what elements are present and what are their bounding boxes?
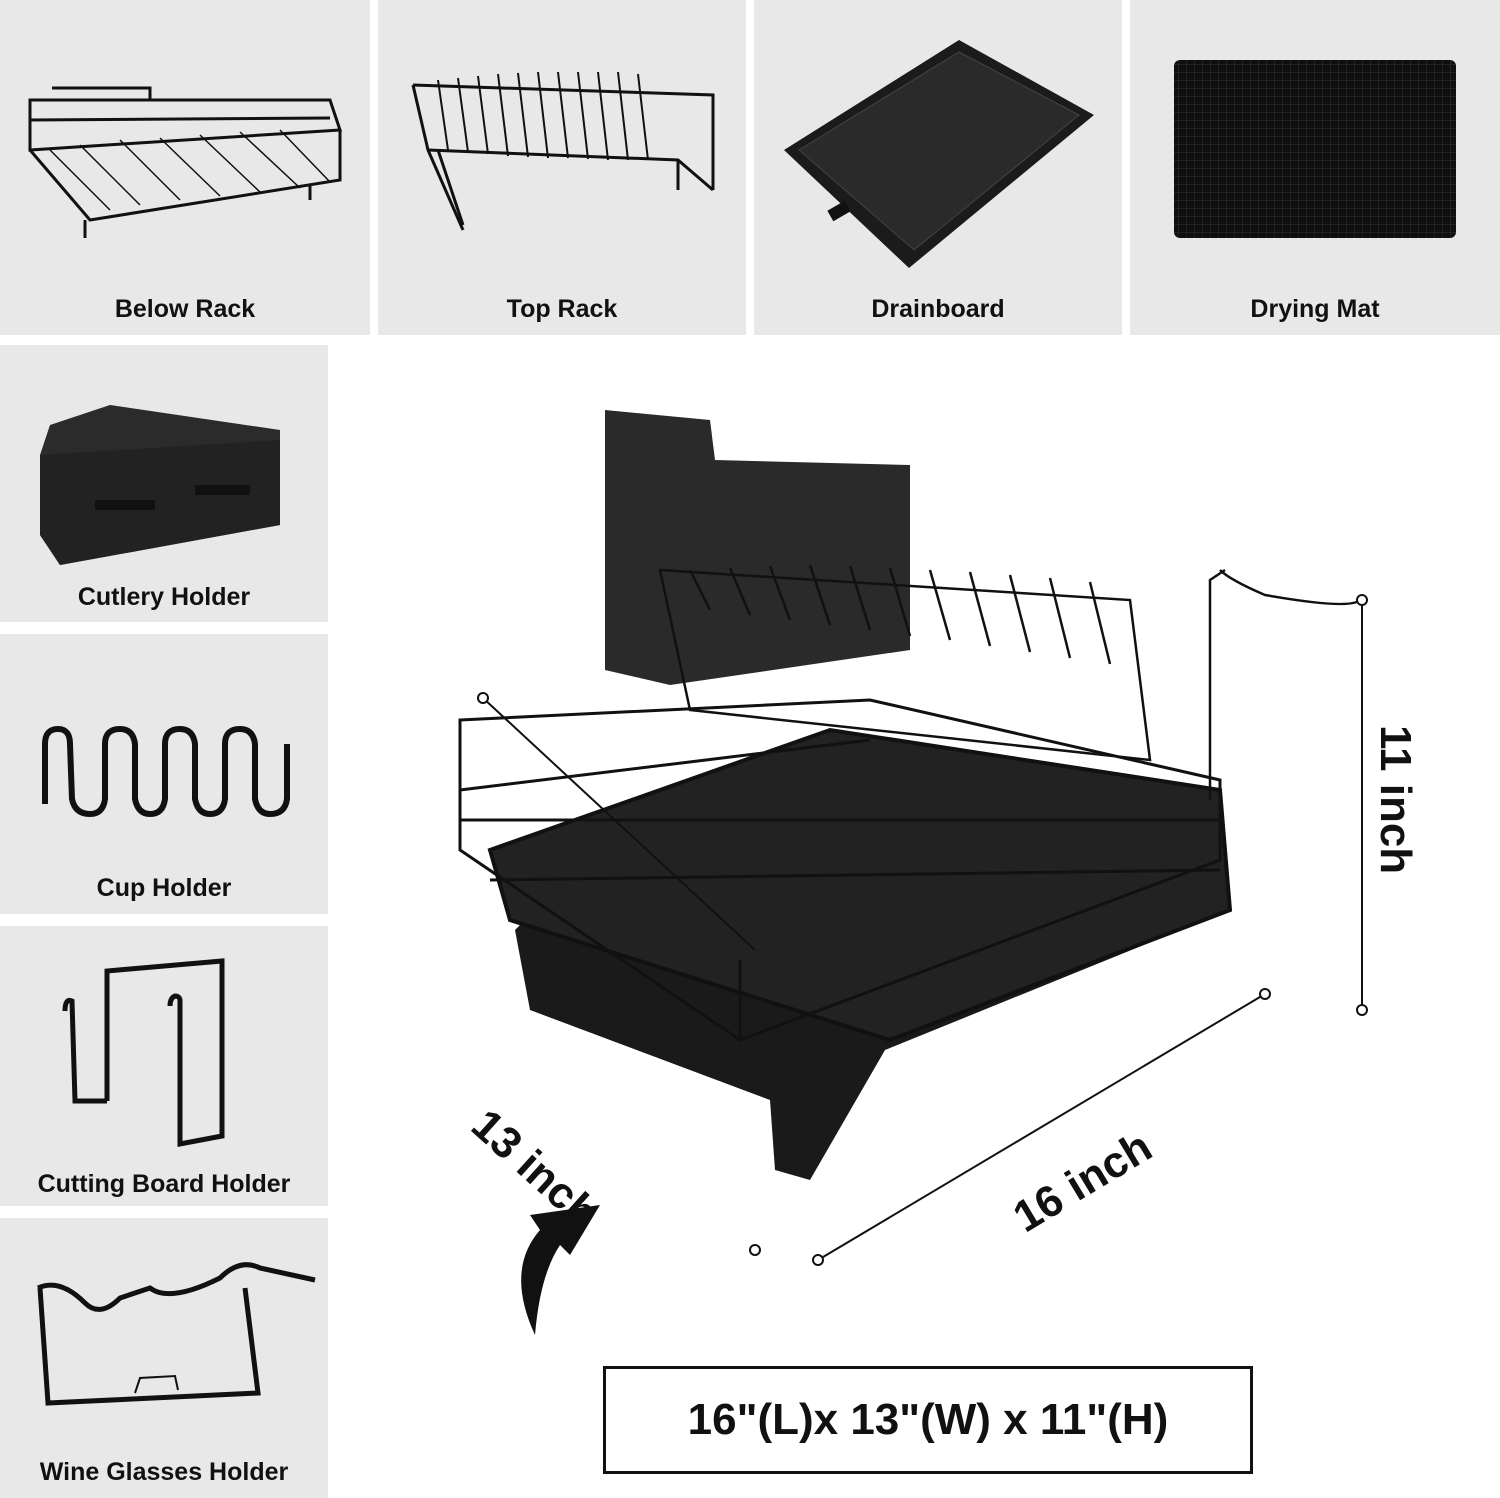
top-rack-icon: [411, 71, 715, 231]
component-label: Cutting Board Holder: [37, 1170, 291, 1198]
component-label: Cup Holder: [96, 874, 232, 902]
component-label: Wine Glasses Holder: [39, 1458, 289, 1486]
component-label: Below Rack: [114, 295, 256, 323]
panel-drying-mat: Drying Mat: [1130, 0, 1500, 335]
panel-cutlery-holder: Cutlery Holder: [0, 345, 328, 622]
drainboard-icon: [784, 40, 1094, 268]
wine-glasses-holder-icon: [36, 1262, 316, 1406]
component-label: Drainboard: [871, 295, 1005, 323]
panel-top-rack: Top Rack: [378, 0, 746, 335]
cutting-board-holder-icon: [62, 958, 225, 1148]
panel-wine-glasses-holder: Wine Glasses Holder: [0, 1218, 328, 1498]
component-label: Drying Mat: [1250, 295, 1380, 323]
panel-cup-holder: Cup Holder: [0, 634, 328, 914]
cup-holder-icon: [42, 725, 290, 818]
arrow-icon: [521, 1205, 600, 1335]
dish-rack-illustration: [458, 410, 1368, 1335]
panel-cutting-board-holder: Cutting Board Holder: [0, 926, 328, 1206]
drying-mat-icon: [1174, 60, 1456, 238]
component-label: Cutlery Holder: [77, 583, 251, 611]
component-label: Top Rack: [506, 295, 618, 323]
cutlery-holder-icon: [40, 405, 280, 565]
below-rack-icon: [28, 86, 343, 238]
size-summary: 16"(L)x 13"(W) x 11"(H): [687, 1395, 1169, 1444]
size-summary-box: 16"(L)x 13"(W) x 11"(H): [603, 1366, 1253, 1474]
panel-drainboard: Drainboard: [754, 0, 1122, 335]
panel-below-rack: Below Rack: [0, 0, 370, 335]
height-dimension: 11 inch: [1371, 725, 1420, 875]
